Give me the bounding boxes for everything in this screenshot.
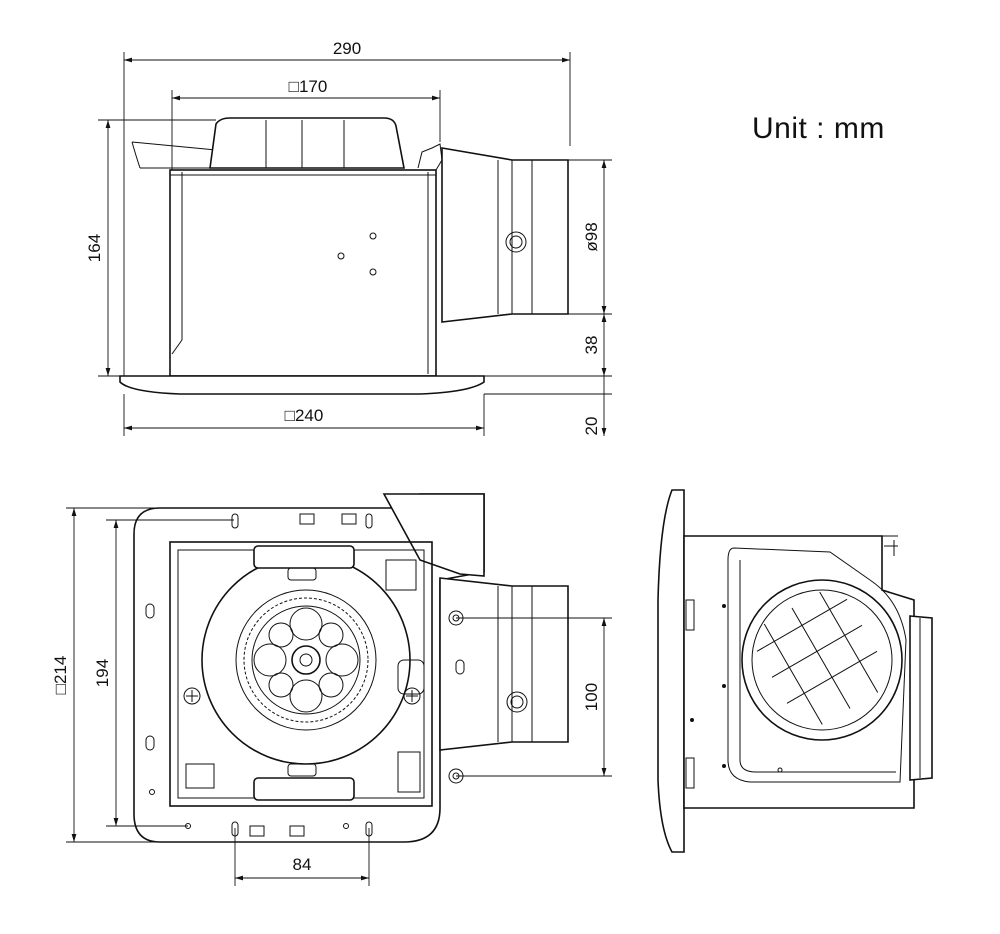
impeller-blades bbox=[756, 591, 879, 725]
dim-panel-square: □214 bbox=[51, 656, 70, 695]
unit-label: Unit : mm bbox=[752, 112, 885, 145]
panel-edge bbox=[657, 489, 685, 853]
dim-duct-spacing: 100 bbox=[582, 683, 601, 711]
dim-overall-width: 290 bbox=[333, 39, 361, 58]
plan-view: □214 194 100 84 bbox=[51, 493, 612, 886]
duct-collar bbox=[382, 493, 485, 577]
motor-housing bbox=[209, 117, 405, 169]
dim-duct-offset: 38 bbox=[582, 336, 601, 355]
power-cable bbox=[131, 141, 217, 169]
screw-right bbox=[403, 687, 421, 705]
dim-panel-width: □240 bbox=[285, 406, 324, 425]
dim-hole-spacing: 84 bbox=[293, 855, 312, 874]
impeller bbox=[253, 607, 359, 713]
screw-left bbox=[183, 687, 201, 705]
duct-adapter bbox=[441, 147, 569, 323]
duct-outlet bbox=[439, 577, 569, 751]
ceiling-panel bbox=[119, 375, 485, 395]
dim-panel-thickness: 20 bbox=[582, 417, 601, 436]
latch-top bbox=[253, 545, 355, 569]
side-section-view bbox=[657, 489, 933, 853]
fan-body bbox=[169, 169, 437, 377]
dim-inner-height: 194 bbox=[93, 659, 112, 687]
dim-body-width: □170 bbox=[289, 77, 328, 96]
latch-bottom bbox=[253, 777, 355, 801]
dim-height: 164 bbox=[85, 234, 104, 262]
dim-duct-diameter: ø98 bbox=[582, 222, 601, 251]
side-elevation-view: 290 □170 164 □240 ø98 38 bbox=[85, 39, 612, 436]
